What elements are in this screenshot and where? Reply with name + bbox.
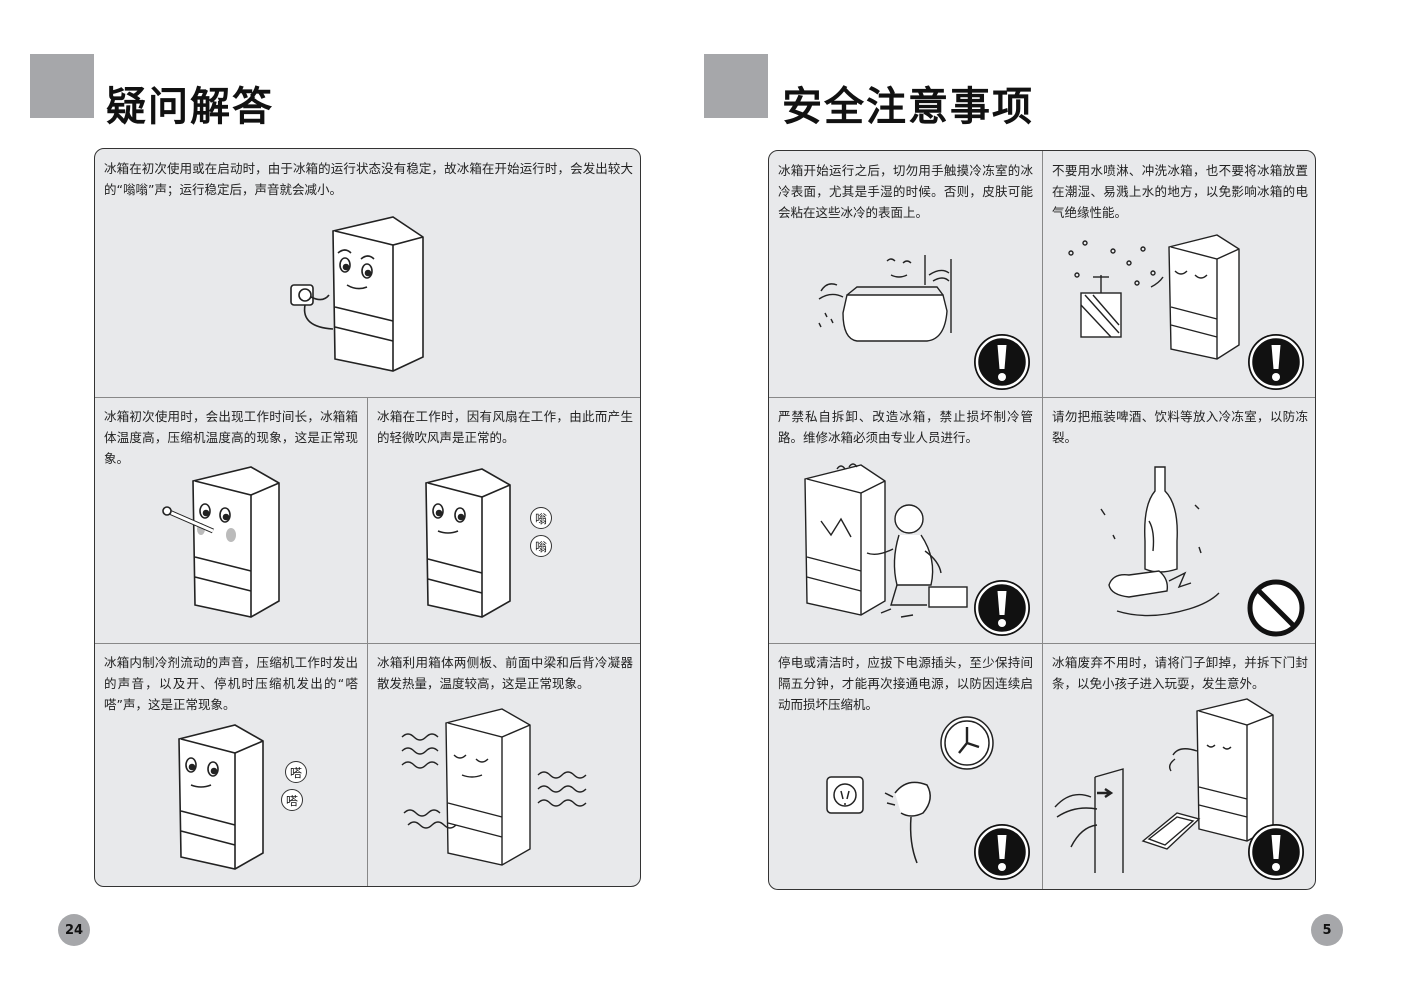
broken-bottle-illustration — [1099, 461, 1239, 621]
fridge-thermometer-illustration — [162, 465, 283, 621]
warning-icon — [1247, 333, 1305, 391]
sound-label: 嗡 — [534, 511, 547, 526]
warning-icon — [1247, 823, 1305, 881]
faq-panel: 冰箱在初次使用或在启动时，由于冰箱的运行状态没有稳定，故冰箱在开始运行时，会发出… — [94, 148, 641, 887]
right-page-number: 5 — [1311, 914, 1343, 946]
safety-text: 冰箱废弃不用时，请将门子卸掉，并拆下门封条，以免小孩子进入玩耍，发生意外。 — [1052, 655, 1308, 691]
faq-text: 冰箱在初次使用或在启动时，由于冰箱的运行状态没有稳定，故冰箱在开始运行时，会发出… — [104, 161, 633, 197]
fridge-disassembly-illustration — [801, 461, 983, 625]
safety-cell-bottles: 请勿把瓶装啤酒、饮料等放入冷冻室，以防冻裂。 — [1043, 397, 1315, 643]
fridge-fan-illustration — [424, 468, 534, 619]
right-header-square — [704, 54, 768, 118]
faq-text: 冰箱利用箱体两侧板、前面中梁和后背冷凝器散发热量，温度较高，这是正常现象。 — [377, 655, 633, 691]
fridge-heat-illustration — [398, 707, 618, 867]
faq-cell-startup-noise: 冰箱在初次使用或在启动时，由于冰箱的运行状态没有稳定，故冰箱在开始运行时，会发出… — [95, 149, 640, 397]
sound-label: 嗒 — [289, 765, 302, 780]
safety-cell-disposal: 冰箱废弃不用时，请将门子卸掉，并拆下门封条，以免小孩子进入玩耍，发生意外。 — [1043, 643, 1315, 889]
fan-sound-bubble-1: 嗡 — [530, 507, 552, 529]
safety-cell-power-off: 停电或清洁时，应拔下电源插头，至少保持间隔五分钟，才能再次接通电源，以防因连续启… — [769, 643, 1042, 889]
safety-cell-cold-surface: 冰箱开始运行之后，切勿用手触摸冷冻室的冰冷表面，尤其是手湿的时候。否则，皮肤可能… — [769, 151, 1042, 397]
left-page-title: 疑问解答 — [106, 84, 274, 130]
safety-text: 冰箱开始运行之后，切勿用手触摸冷冻室的冰冷表面，尤其是手湿的时候。否则，皮肤可能… — [778, 163, 1033, 220]
safety-panel: 冰箱开始运行之后，切勿用手触摸冷冻室的冰冷表面，尤其是手湿的时候。否则，皮肤可能… — [768, 150, 1316, 890]
door-removal-illustration — [1051, 697, 1287, 873]
warning-icon — [973, 333, 1031, 391]
sound-label: 嗒 — [285, 793, 298, 808]
faq-cell-long-run: 冰箱初次使用时，会出现工作时间长，冰箱箱体温度高，压缩机温度高的现象，这是正常现… — [95, 397, 367, 643]
faq-text: 冰箱在工作时，因有风扇在工作，由此而产生的轻微吹风声是正常的。 — [377, 409, 633, 445]
click-sound-bubble-1: 嗒 — [285, 761, 307, 783]
fan-sound-bubble-2: 嗡 — [530, 535, 552, 557]
right-page-title: 安全注意事项 — [782, 84, 1034, 130]
safety-text: 请勿把瓶装啤酒、饮料等放入冷冻室，以防冻裂。 — [1052, 409, 1308, 445]
sound-label: 嗡 — [534, 539, 547, 554]
left-page-number: 24 — [58, 914, 90, 946]
left-header-square — [30, 54, 94, 118]
clock-and-plug-illustration — [823, 713, 999, 873]
safety-text: 严禁私自拆卸、改造冰箱，禁止损坏制冷管路。维修冰箱必须由专业人员进行。 — [778, 409, 1033, 445]
safety-divider-v — [1042, 151, 1043, 889]
faq-text: 冰箱初次使用时，会出现工作时间长，冰箱箱体温度高，压缩机温度高的现象，这是正常现… — [104, 409, 358, 466]
warning-icon — [973, 823, 1031, 881]
prohibited-icon — [1247, 579, 1305, 637]
faq-text: 冰箱内制冷剂流动的声音，压缩机工作时发出的声音，以及开、停机时压缩机发出的“嗒嗒… — [104, 655, 358, 712]
safety-cell-water: 不要用水喷淋、冲洗冰箱，也不要将冰箱放置在潮湿、易溅上水的地方，以免影响冰箱的电… — [1043, 151, 1315, 397]
faq-cell-heat-dissipation: 冰箱利用箱体两侧板、前面中梁和后背冷凝器散发热量，温度较高，这是正常现象。 — [368, 643, 640, 886]
click-sound-bubble-2: 嗒 — [281, 789, 303, 811]
faq-cell-refrigerant-noise: 冰箱内制冷剂流动的声音，压缩机工作时发出的声音，以及开、停机时压缩机发出的“嗒嗒… — [95, 643, 367, 886]
faq-divider-v — [367, 397, 368, 886]
fridge-plug-illustration — [283, 216, 428, 375]
safety-text: 停电或清洁时，应拔下电源插头，至少保持间隔五分钟，才能再次接通电源，以防因连续启… — [778, 655, 1033, 712]
faq-cell-fan-noise: 冰箱在工作时，因有风扇在工作，由此而产生的轻微吹风声是正常的。 嗡 嗡 — [368, 397, 640, 643]
fridge-click-illustration — [177, 724, 287, 871]
safety-cell-disassembly: 严禁私自拆卸、改造冰箱，禁止损坏制冷管路。维修冰箱必须由专业人员进行。 — [769, 397, 1042, 643]
warning-icon — [973, 579, 1031, 637]
freezer-hands-illustration — [817, 251, 965, 347]
fridge-water-spray-illustration — [1063, 233, 1243, 360]
safety-text: 不要用水喷淋、冲洗冰箱，也不要将冰箱放置在潮湿、易溅上水的地方，以免影响冰箱的电… — [1052, 163, 1308, 220]
